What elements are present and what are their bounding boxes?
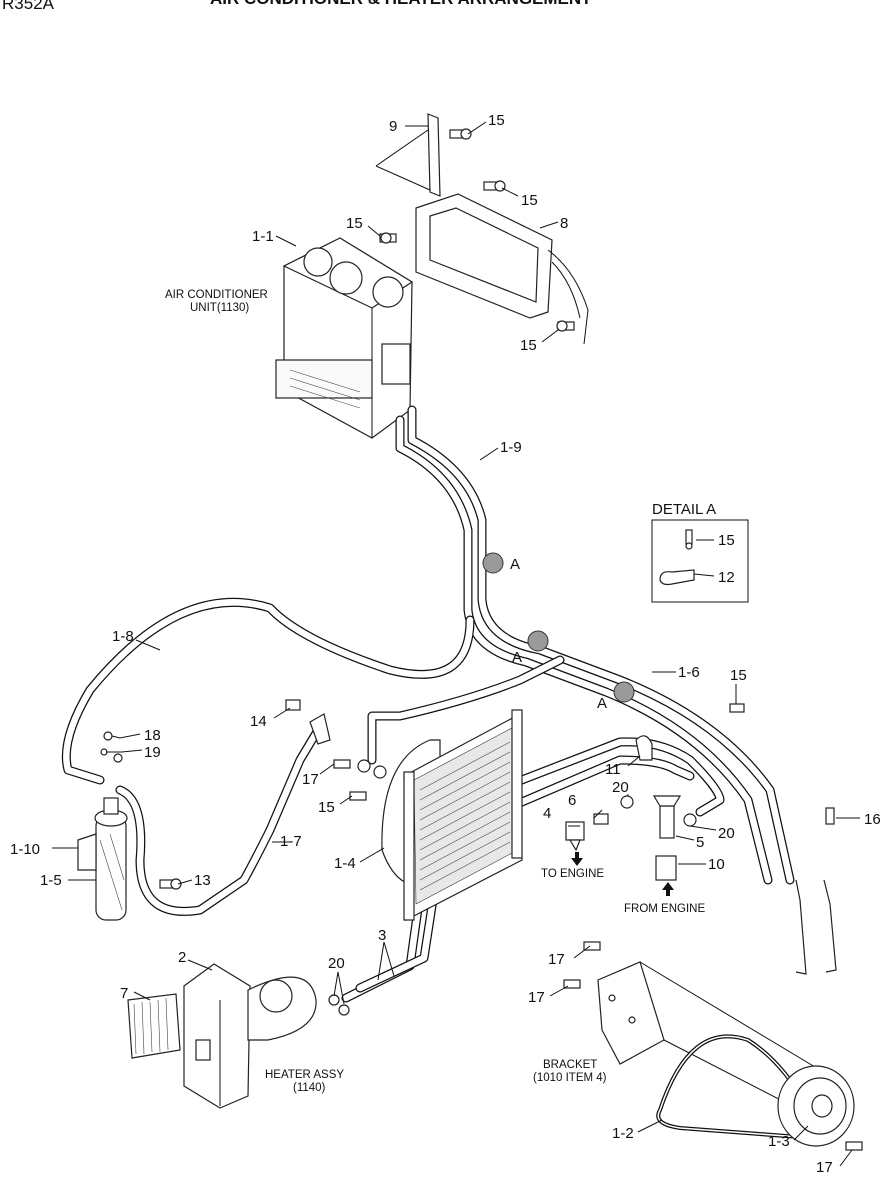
bolt-17c [563,979,581,989]
callout-1-1: 1-1 [252,228,274,245]
callout-1-3: 1-3 [768,1133,790,1150]
callout-20a: 20 [612,779,629,796]
callout-1-9: 1-9 [500,439,522,456]
clamp-20b [683,813,697,827]
callout-15b: 15 [521,192,538,209]
section-marker-1 [482,552,504,574]
clamp-20a [620,795,634,809]
section-marker-label-3: A [597,695,607,712]
callout-9: 9 [389,118,397,135]
fitting-10 [655,855,677,881]
to-engine-note: TO ENGINE [541,868,604,880]
from-engine-note: FROM ENGINE [624,903,705,915]
bracket-note-line1: BRACKET [543,1059,597,1071]
detail-a-title: DETAIL A [652,501,716,518]
callout-20b: 20 [718,825,735,842]
condenser [381,709,523,921]
bolt-15b [483,180,506,192]
callout-17b: 17 [548,951,565,968]
callout-1-6: 1-6 [678,664,700,681]
to-engine-arrow-icon [571,852,583,866]
bolt-15f [729,703,745,713]
frame-8 [415,193,589,345]
callout-1-4: 1-4 [334,855,356,872]
detail-a-label-12: 12 [718,569,735,586]
bracket-9 [375,113,441,197]
fitting-6 [593,813,609,825]
callout-7: 7 [120,985,128,1002]
bolt-17d [845,1141,863,1151]
callout-18: 18 [144,727,161,744]
callout-1-7: 1-7 [280,833,302,850]
callout-8: 8 [560,215,568,232]
section-marker-label-2: A [512,649,522,666]
bolt-16 [825,807,835,825]
callout-15a: 15 [488,112,505,129]
callout-17d: 17 [816,1159,833,1176]
diagram-title: AIR CONDITIONER & HEATER ARRANGEMENT [210,0,592,8]
fitting-14 [285,699,331,745]
bolt-15c [379,232,397,244]
hose-1-7 [115,725,323,916]
detail-a-box [651,519,749,603]
callout-11: 11 [605,761,621,778]
bolt-17a [333,759,387,779]
hose-1-9 [395,405,795,885]
callout-17a: 17 [302,771,319,788]
bolt-15e [349,791,367,801]
bracket-11 [635,735,653,761]
clamp-20d [338,1004,350,1016]
receiver-drier [77,797,128,921]
detail-a-label-15: 15 [718,532,735,549]
callout-14: 14 [250,713,267,730]
model-label: R352A [2,0,55,13]
callout-1-2: 1-2 [612,1125,634,1142]
callout-10: 10 [708,856,725,873]
nut-18 [103,731,113,741]
heater-assy-note-line2: (1140) [293,1082,326,1094]
callout-1-8: 1-8 [112,628,134,645]
bolt-13 [159,878,182,890]
callout-3: 3 [378,927,386,944]
callout-17c: 17 [528,989,545,1006]
callout-5: 5 [696,834,704,851]
callout-20c: 20 [328,955,345,972]
bracket-note-line2: (1010 ITEM 4) [533,1072,607,1084]
ac-unit-note-line2: UNIT(1130) [190,302,249,314]
compressor [777,879,855,1147]
valve-5 [652,795,682,839]
bolt-15d [556,320,575,332]
hose-1-8 [61,597,475,785]
bolt-15a [449,128,472,140]
callout-1-10: 1-10 [10,841,40,858]
section-marker-3 [613,681,635,703]
callout-15f: 15 [318,799,335,816]
compressor-bracket [597,961,821,1111]
callout-15d: 15 [520,337,537,354]
bolt-17b [583,941,601,951]
callout-1-5: 1-5 [40,872,62,889]
callout-15e: 15 [730,667,747,684]
from-engine-arrow-icon [662,882,674,896]
callout-15c: 15 [346,215,363,232]
callout-2: 2 [178,949,186,966]
leader-lines [52,121,860,1167]
heater-assy-note-line1: HEATER ASSY [265,1069,344,1081]
section-marker-2 [527,630,549,652]
callout-13: 13 [194,872,211,889]
ac-unit-note-line1: AIR CONDITIONER [165,289,268,301]
clamp-20c [328,994,340,1006]
callout-4: 4 [543,805,551,822]
callout-6: 6 [568,792,576,809]
heater-assembly [183,963,317,1109]
filter-7 [127,993,181,1059]
section-marker-label-1: A [510,556,520,573]
air-conditioner-unit [275,237,414,439]
callout-19: 19 [144,744,161,761]
hose-1-6 [367,655,565,765]
callout-16: 16 [864,811,881,828]
washer-19b [113,753,123,763]
